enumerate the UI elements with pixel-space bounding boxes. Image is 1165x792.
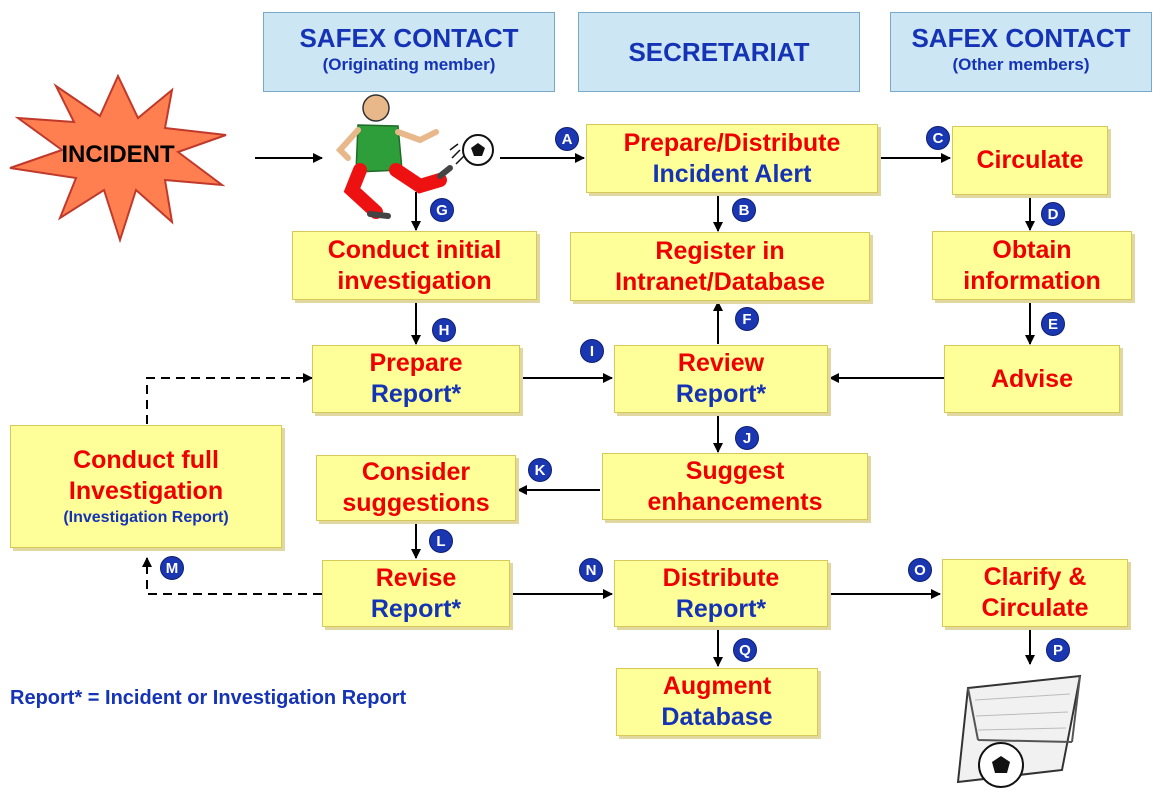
step-badge-q: Q [733,638,757,662]
step-badge-c: C [926,126,950,150]
lane-header-title: SECRETARIAT [628,37,810,67]
step-badge-j: J [735,426,759,450]
box-line-1: Conduct initial [327,235,502,264]
box-line-2: Report* [370,380,462,408]
box-line-1: Obtain [992,235,1072,264]
step-badge-e: E [1041,312,1065,336]
augment-database-box: Augment Database [616,668,818,736]
box-line-1: Advise [991,364,1073,393]
lane-header-title: SAFEX CONTACT [911,23,1131,53]
box-line-1: Clarify & [983,563,1087,591]
box-line-1: Distribute [662,563,780,592]
prepare-alert-box: Prepare/Distribute Incident Alert [586,124,878,193]
lane-header-others: SAFEX CONTACT (Other members) [890,12,1152,92]
step-badge-p: P [1046,638,1070,662]
step-badge-a: A [555,127,579,151]
box-line-2: Intranet/Database [615,267,825,296]
suggest-enhancements-box: Suggest enhancements [602,453,868,520]
initial-investigation-box: Conduct initial investigation [292,231,537,300]
step-badge-g: G [430,198,454,222]
box-line-2: suggestions [342,489,490,517]
lane-header-secretariat: SECRETARIAT [578,12,860,92]
step-badge-d: D [1041,202,1065,226]
step-badge-m: M [160,556,184,580]
soccer-player-icon [335,94,453,219]
box-line-2: Incident Alert [652,159,812,188]
box-line-1: Suggest [685,456,785,485]
box-line-1: Circulate [976,146,1084,174]
box-line-1: Revise [375,563,457,592]
incident-starburst-shape [9,73,227,244]
step-badge-b: B [732,198,756,222]
box-line-2: Report* [370,594,462,623]
obtain-information-box: Obtain information [932,231,1132,300]
step-badge-o: O [908,558,932,582]
box-line-2: investigation [337,266,492,295]
circulate-box: Circulate [952,126,1108,195]
step-badge-n: N [579,558,603,582]
box-line-1: Conduct full [73,445,219,474]
step-badge-i: I [580,339,604,363]
box-line-1: Prepare [369,349,463,377]
full-investigation-box: Conduct full Investigation (Investigatio… [10,425,282,548]
consider-suggestions-box: Consider suggestions [316,455,516,521]
box-line-1: Consider [361,458,471,486]
box-line-2: enhancements [647,487,823,516]
box-line-2: Report* [675,380,767,408]
legend-note: Report* = Incident or Investigation Repo… [10,687,407,709]
box-line-1: Register in [655,236,785,265]
advise-box: Advise [944,345,1120,413]
clarify-circulate-box: Clarify & Circulate [942,559,1128,627]
box-line-3: (Investigation Report) [63,508,229,526]
register-box: Register in Intranet/Database [570,232,870,301]
review-report-box: Review Report* [614,345,828,413]
step-badge-k: K [528,458,552,482]
box-line-1: Augment [662,672,772,700]
step-badge-l: L [429,529,453,553]
soccer-goal-icon [956,674,1082,788]
distribute-report-box: Distribute Report* [614,560,828,627]
box-line-1: Prepare/Distribute [623,128,841,157]
box-line-2: Circulate [981,594,1089,622]
soccer-ball-icon [449,134,494,166]
lane-header-originating: SAFEX CONTACT (Originating member) [263,12,555,92]
step-badge-f: F [735,307,759,331]
incident-label: INCIDENT [61,141,175,168]
lane-header-title: SAFEX CONTACT [299,23,519,53]
box-line-2: Investigation [68,476,224,505]
lane-header-subtitle: (Other members) [952,55,1090,74]
box-line-1: Review [677,349,765,377]
prepare-report-box: Prepare Report* [312,345,520,413]
box-line-2: Report* [675,594,767,623]
box-line-2: Database [661,703,773,731]
lane-header-subtitle: (Originating member) [322,55,496,74]
box-line-2: information [963,266,1101,295]
revise-report-box: Revise Report* [322,560,510,627]
step-badge-h: H [432,318,456,342]
